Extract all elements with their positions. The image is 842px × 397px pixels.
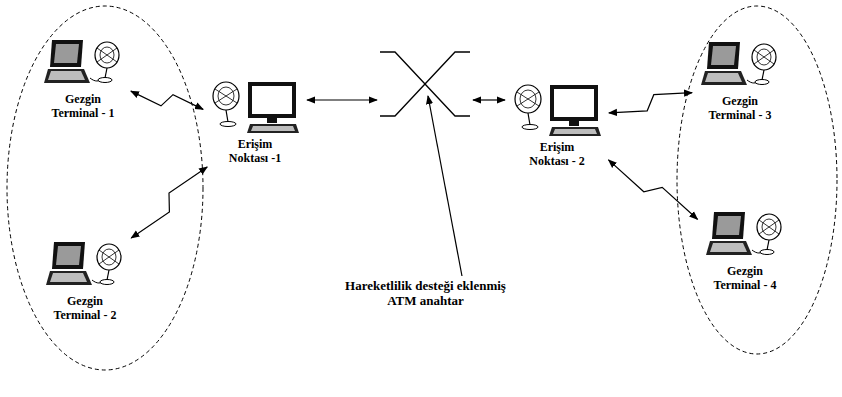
laptop-icon	[701, 42, 776, 85]
laptop-icon	[705, 210, 785, 262]
mobile-terminal: Gezgin Terminal - 2	[40, 240, 130, 322]
laptop-icon	[44, 40, 119, 83]
station-icon	[210, 80, 300, 135]
station-icon	[213, 82, 299, 133]
mobile-terminal: Gezgin Terminal - 3	[695, 40, 785, 122]
wireless-link	[609, 160, 698, 219]
node-label: Erişim Noktası - 2	[520, 140, 594, 168]
node-label: Gezgin Terminal - 4	[706, 264, 784, 292]
node-label: Gezgin Terminal - 1	[44, 92, 122, 120]
wireless-link	[609, 93, 692, 113]
leader-arrow	[428, 96, 462, 276]
node-label: Gezgin Terminal - 2	[46, 294, 124, 322]
coverage-area	[7, 6, 203, 370]
laptop-icon	[706, 212, 781, 255]
coverage-area	[677, 6, 837, 354]
node-label: Hareketlilik desteği eklenmiş ATM anahta…	[333, 278, 518, 308]
link-arrow	[473, 99, 505, 100]
link-arrow	[307, 99, 377, 100]
station-icon	[515, 85, 601, 136]
node-label: Erişim Noktası -1	[218, 137, 292, 165]
mobile-terminal: Gezgin Terminal - 4	[700, 210, 790, 292]
laptop-icon	[700, 40, 780, 92]
mobile-terminal: Gezgin Terminal - 1	[38, 38, 128, 120]
atm-switch: Hareketlilik desteği eklenmiş ATM anahta…	[380, 48, 470, 120]
wireless-link	[131, 167, 207, 238]
wireless-link	[131, 91, 203, 109]
laptop-icon	[43, 38, 123, 90]
node-label: Gezgin Terminal - 3	[701, 94, 779, 122]
station-icon	[512, 83, 602, 138]
atm-switch-symbol	[380, 52, 470, 116]
access-point: Erişim Noktası - 2	[508, 83, 606, 168]
laptop-icon	[45, 240, 125, 292]
access-point: Erişim Noktası -1	[206, 80, 304, 165]
laptop-icon	[46, 242, 121, 285]
